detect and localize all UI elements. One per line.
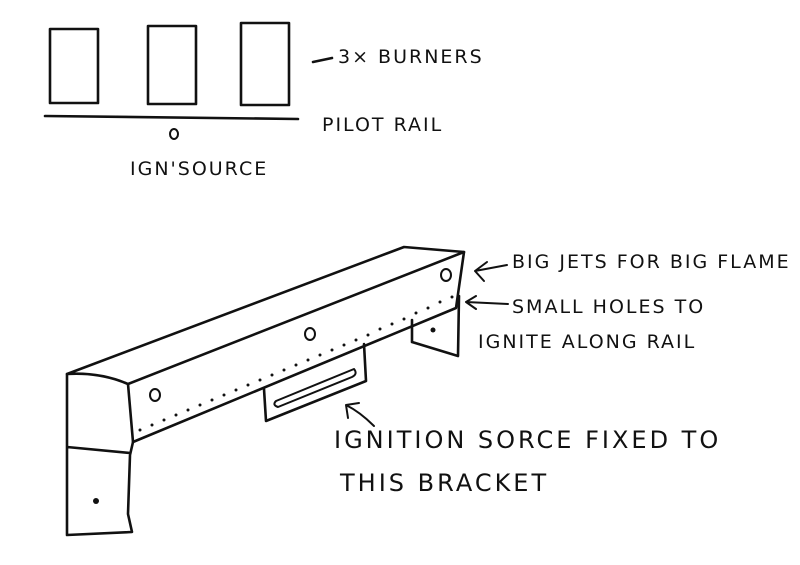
rail-front-face <box>126 250 466 444</box>
rail-end-leg-left <box>65 372 135 537</box>
big-jets-arrow <box>474 261 508 282</box>
burners-label: 3× BURNERS <box>338 46 484 68</box>
ignition-label-1: IGNITION SORCE FIXED TO <box>334 426 721 454</box>
leg-right-hole <box>430 327 436 333</box>
ign-source-label: IGN'SOURCE <box>130 158 268 180</box>
burner-3 <box>239 21 291 107</box>
burner-1 <box>48 27 100 105</box>
small-holes-row <box>138 295 454 432</box>
ignition-slot <box>273 368 357 408</box>
ignition-label-2: THIS BRACKET <box>339 469 549 497</box>
ignition-arrow <box>345 402 375 427</box>
small-holes-label-2: IGNITE ALONG RAIL <box>478 331 696 353</box>
ignition-bracket <box>262 342 368 423</box>
big-jet-2 <box>304 327 316 341</box>
big-jet-3 <box>440 268 452 282</box>
rail-end-leg-right <box>410 294 461 358</box>
pilot-rail-label: PILOT RAIL <box>322 114 443 136</box>
big-jet-1 <box>149 388 161 402</box>
ignition-source-circle <box>169 128 179 140</box>
pilot-rail-line <box>43 114 300 121</box>
burner-2 <box>146 24 198 106</box>
burners-leader-line <box>311 56 334 64</box>
leg-left-hole <box>93 498 99 504</box>
big-jets-label: BIG JETS FOR BIG FLAME <box>512 251 791 273</box>
small-holes-arrow <box>465 295 509 310</box>
rail-top-face <box>65 245 466 386</box>
small-holes-label-1: SMALL HOLES TO <box>512 296 705 318</box>
